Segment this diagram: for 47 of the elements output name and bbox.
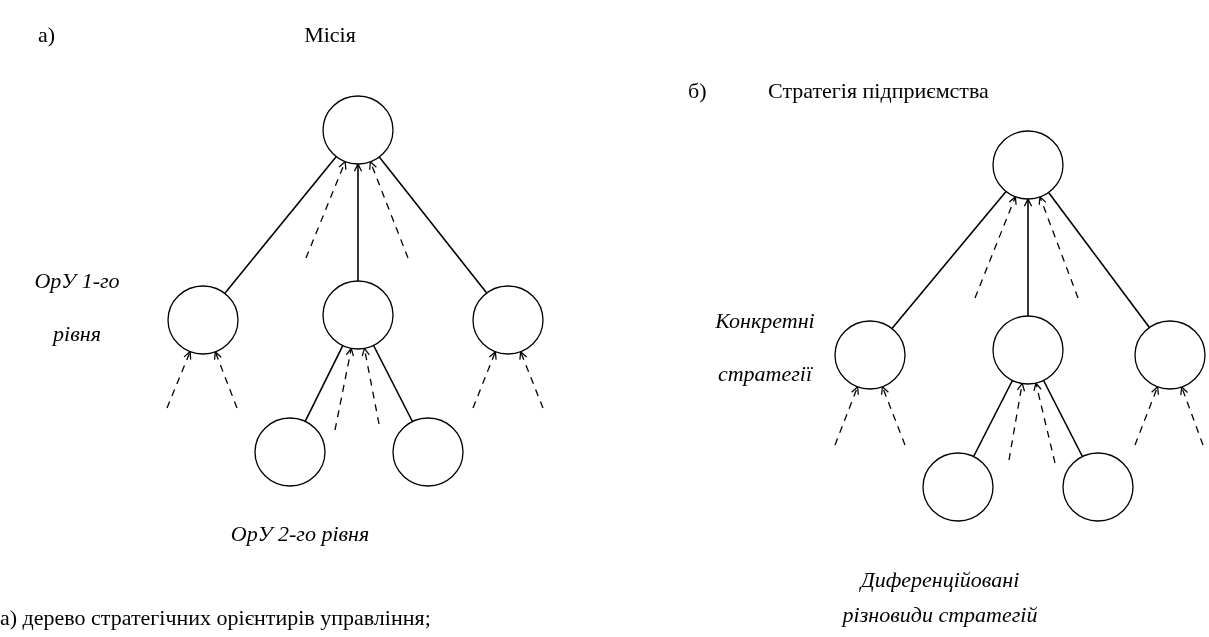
tree-node-circle	[922, 452, 994, 522]
arrow	[1023, 198, 1033, 317]
tree-node-circle	[834, 320, 906, 390]
connector-line	[972, 379, 1014, 458]
connector-line	[223, 155, 338, 295]
tree-node-circle	[254, 417, 326, 487]
tree-node-circle	[1134, 320, 1206, 390]
tree-node-circle	[167, 285, 239, 355]
dashed-arrow	[1033, 382, 1056, 464]
dashed-arrow	[1180, 386, 1204, 446]
connector-line	[891, 190, 1007, 330]
dashed-arrow	[974, 196, 1017, 299]
heading-text: а)	[38, 22, 57, 49]
dashed-arrow	[213, 351, 238, 409]
tree-node-circle	[992, 315, 1064, 385]
connector-line	[372, 344, 414, 423]
arrow	[353, 163, 363, 282]
level-label: Диференційовані різновиди стратегій	[840, 566, 1039, 630]
caption-text: а) дерево стратегічних орієнтирів управління;	[0, 605, 431, 632]
connector-line	[1042, 379, 1084, 458]
level-label: Конкретні стратегії	[714, 307, 816, 388]
tree-node-circle	[322, 280, 394, 350]
heading-text: Стратегія підприємства	[768, 78, 990, 105]
tree-node-circle	[472, 285, 544, 355]
heading-text: б)	[688, 78, 708, 105]
connector-line	[1047, 191, 1151, 329]
dashed-arrow	[472, 351, 497, 409]
connector-line	[378, 156, 488, 294]
level-label: ОрУ 1-го рівня	[33, 267, 121, 348]
tree-node-circle	[992, 130, 1064, 200]
dashed-arrow	[166, 350, 192, 409]
tree-node-circle	[322, 95, 394, 165]
dashed-arrow	[834, 386, 859, 446]
dashed-arrow	[334, 347, 355, 431]
dashed-arrow	[1134, 386, 1159, 446]
dashed-arrow	[361, 347, 380, 425]
dashed-arrow	[305, 160, 347, 259]
level-label: ОрУ 2-го рівня	[229, 520, 371, 548]
dashed-arrow	[1008, 382, 1026, 461]
tree-node-circle	[392, 417, 464, 487]
tree-node-circle	[1062, 452, 1134, 522]
dashed-arrow	[519, 351, 544, 409]
connector-line	[304, 344, 344, 423]
dashed-arrow	[1038, 196, 1079, 299]
heading-text: Місія	[303, 22, 357, 49]
dashed-arrow	[369, 161, 409, 259]
dashed-arrow	[881, 386, 906, 446]
